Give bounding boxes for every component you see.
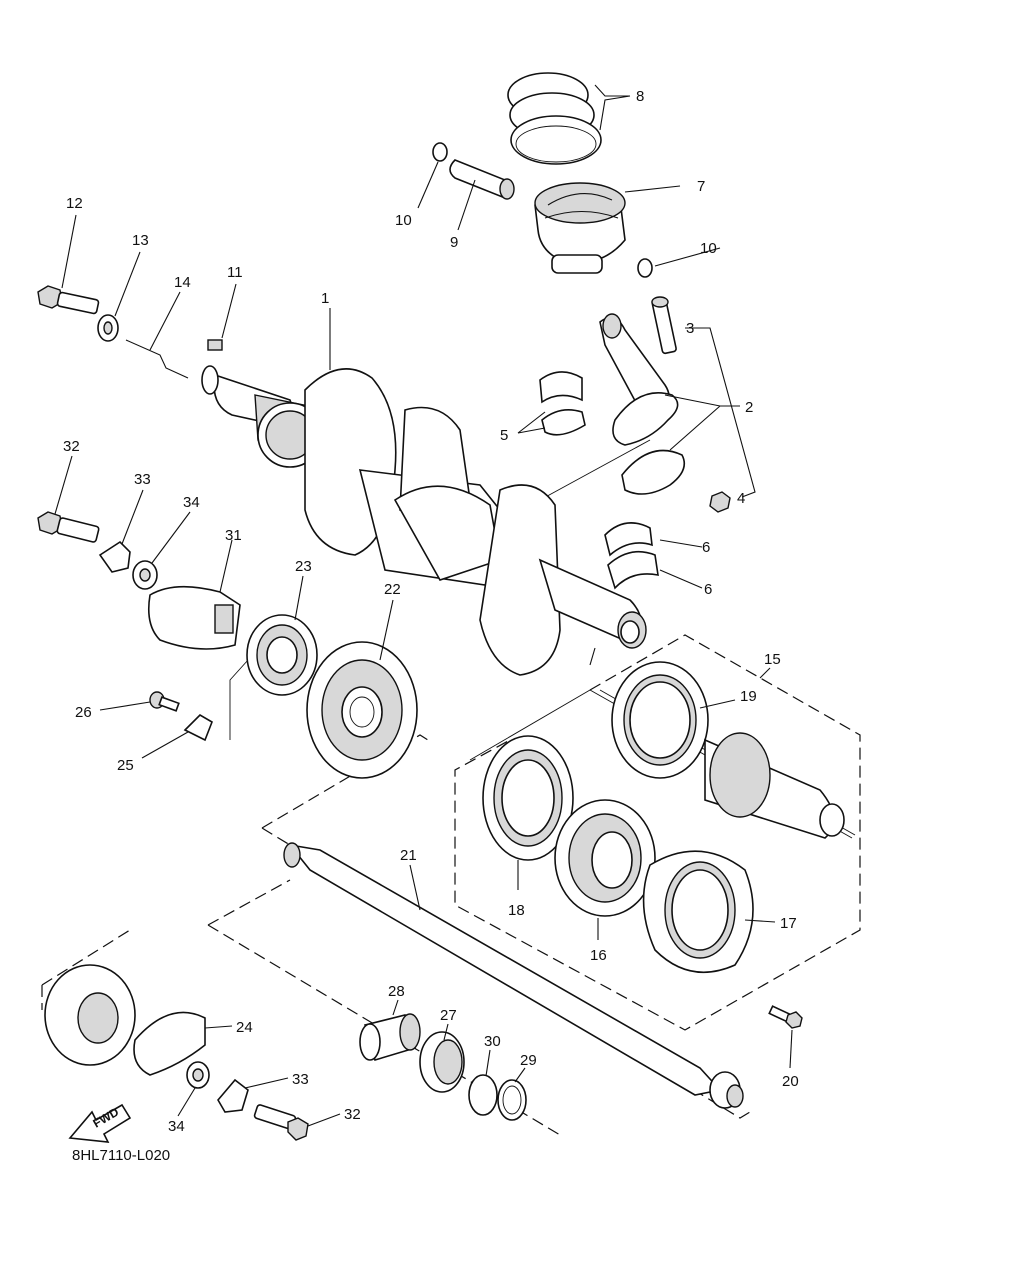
washer-34-upper [132,560,158,590]
callout-28: 28 [388,983,405,1000]
clutch-housing-31 [147,585,241,650]
washer-13 [97,314,119,342]
callout-34-lower: 34 [168,1118,185,1135]
bolt-32-lower [253,1104,309,1141]
callout-4: 4 [737,490,745,507]
main-bearing-lower [607,550,659,590]
crankshaft [201,365,647,676]
ring-29 [497,1079,527,1121]
bolt-32-upper [37,511,100,543]
callout-26: 26 [75,704,92,721]
callout-labels: 1 2 3 4 5 6 6 7 8 9 10 10 11 12 13 14 15… [63,88,799,1135]
woodruff-key [207,339,223,351]
circlip-30 [468,1074,498,1116]
lock-washer-33-upper [98,540,131,573]
gear-22 [306,641,418,779]
callout-7: 7 [697,178,705,195]
callout-15: 15 [764,651,781,668]
callout-18: 18 [508,902,525,919]
callout-12: 12 [66,195,83,212]
callout-25: 25 [117,757,134,774]
callout-6-upper: 6 [702,539,710,556]
callout-33-upper: 33 [134,471,151,488]
piston-pin-clip-lower [637,258,653,278]
callout-8: 8 [636,88,644,105]
callout-20: 20 [782,1073,799,1090]
diagram-code: 8HL7110-L020 [72,1147,170,1164]
callout-33-lower: 33 [292,1071,309,1088]
callout-leaders [54,84,793,1127]
callout-10-lower: 10 [700,240,717,257]
connecting-rod-bolt [651,296,677,355]
callout-1: 1 [321,290,329,307]
callout-31: 31 [225,527,242,544]
callout-14: 14 [174,274,191,291]
plate-14 [125,339,189,379]
callout-22: 22 [384,581,401,598]
bearing-23 [246,614,318,696]
main-bearing-upper [604,522,653,557]
connecting-rod-nut [709,491,731,513]
lock-washer-33-lower [217,1078,249,1113]
housing-17 [642,850,754,973]
collar-28 [359,1013,421,1061]
callout-19: 19 [740,688,757,705]
piston-rings [507,72,602,165]
piston-pin-clip-upper [432,142,448,162]
callout-16: 16 [590,947,607,964]
drive-shaft-21 [283,842,744,1109]
callout-30: 30 [484,1033,501,1050]
gear-shaft [704,732,845,839]
callout-3: 3 [686,320,694,337]
starter-gear [44,964,136,1066]
callout-10-upper: 10 [395,212,412,229]
crank-bolt [37,285,100,315]
screw-26 [149,691,180,712]
connecting-rod [599,313,686,495]
needle-bearing-27 [419,1031,465,1093]
callout-11: 11 [227,264,243,281]
callout-32-upper: 32 [63,438,80,455]
callout-24: 24 [236,1019,253,1036]
callout-6-lower: 6 [704,581,712,598]
bolt-20 [768,1005,803,1029]
callout-29: 29 [520,1052,537,1069]
callout-13: 13 [132,232,149,249]
weight-24 [133,1011,206,1076]
callout-34-upper: 34 [183,494,200,511]
callout-23: 23 [295,558,312,575]
fwd-arrow-icon: FWD [68,1103,132,1143]
bearing-19 [611,661,709,779]
bearing-16 [554,799,656,917]
assembly-box-15 [454,634,861,1031]
callout-5: 5 [500,427,508,444]
callout-32-lower: 32 [344,1106,361,1123]
oil-seal-18 [482,735,574,861]
callout-21: 21 [400,847,417,864]
callout-27: 27 [440,1007,457,1024]
callout-9: 9 [450,234,458,251]
callout-2: 2 [745,399,753,416]
piston [534,182,626,274]
big-end-bearings [539,371,586,436]
piston-pin [449,159,515,200]
plate-25 [183,713,213,742]
callout-17: 17 [780,915,797,932]
washer-34-lower [186,1061,210,1089]
